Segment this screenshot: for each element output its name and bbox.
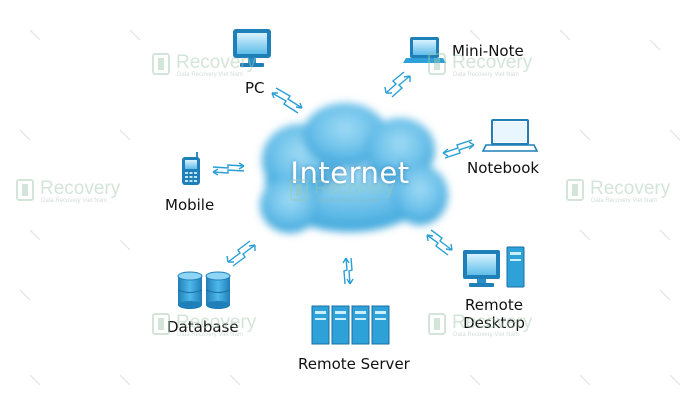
pc-icon	[233, 29, 271, 67]
mini-note-icon	[403, 37, 446, 63]
remote-desktop-label-line2: Desktop	[463, 314, 525, 332]
notebook-icon	[481, 119, 539, 152]
remote-desktop-label-line1: Remote	[465, 296, 523, 314]
mobile-label: Mobile	[165, 196, 215, 214]
notebook-label: Notebook	[467, 159, 540, 177]
remote-server-label: Remote Server	[298, 355, 410, 373]
arrow-remote-server	[342, 257, 354, 285]
pc-label: PC	[245, 79, 265, 97]
arrow-mobile	[212, 162, 245, 176]
arrow-notebook	[442, 139, 475, 159]
arrow-pc	[271, 87, 303, 114]
remote-desktop-label: Remote Desktop	[454, 296, 534, 332]
internet-cloud	[260, 103, 448, 233]
arrow-mini-note	[384, 71, 411, 98]
arrow-remote-desktop	[426, 229, 453, 256]
mobile-icon	[182, 152, 200, 185]
database-label: Database	[167, 318, 239, 336]
connection-arrows	[212, 71, 475, 285]
mini-note-label: Mini-Note	[452, 42, 524, 60]
internet-label: Internet	[290, 156, 410, 190]
arrow-database	[226, 240, 256, 267]
remote-desktop-icon	[463, 246, 525, 288]
background-pattern	[19, 29, 681, 386]
remote-server-icon	[311, 305, 390, 345]
database-icon	[177, 271, 231, 309]
